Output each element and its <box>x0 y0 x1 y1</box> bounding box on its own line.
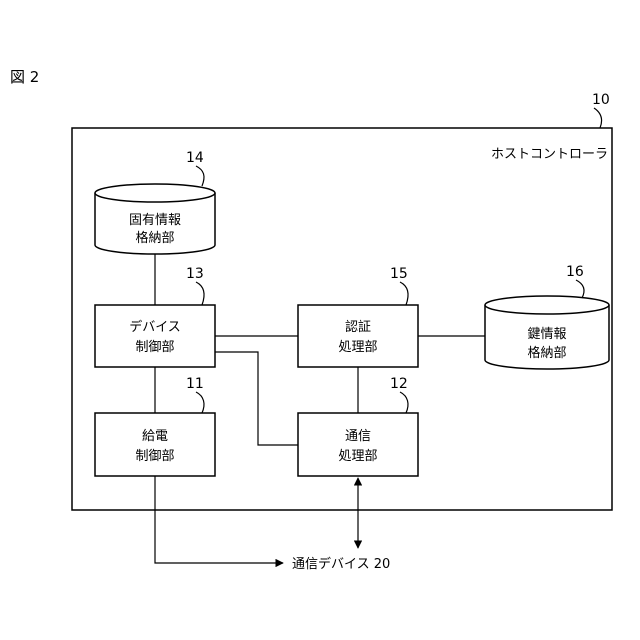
key-info-storage: 鍵情報 格納部 <box>485 296 609 369</box>
host-controller-label: ホストコントローラ <box>491 147 608 162</box>
power-control-line1: 給電 <box>142 429 168 444</box>
comm-processing-line1: 通信 <box>345 429 371 444</box>
figure-label: 図 2 <box>10 68 39 86</box>
unique-info-storage: 固有情報 格納部 <box>95 184 215 254</box>
auth-processing-number: 15 <box>390 266 408 282</box>
key-info-storage-line2: 格納部 <box>527 345 566 361</box>
auth-processing-line2: 処理部 <box>338 340 377 355</box>
device-control-box <box>95 305 215 367</box>
power-control-line2: 制御部 <box>135 449 174 464</box>
key-info-storage-number: 16 <box>566 264 584 280</box>
device-control-number: 13 <box>186 266 204 282</box>
external-device-label: 通信デバイス 20 <box>292 556 390 572</box>
power-control-number: 11 <box>186 376 204 392</box>
auth-processing-line1: 認証 <box>345 319 371 335</box>
comm-processing-box <box>298 413 418 476</box>
comm-processing-number: 12 <box>390 376 408 392</box>
comm-processing-line2: 処理部 <box>338 449 377 464</box>
host-controller-leader <box>594 108 602 128</box>
key-info-storage-line1: 鍵情報 <box>527 326 566 342</box>
unique-info-storage-number: 14 <box>186 150 204 166</box>
unique-info-storage-line2: 格納部 <box>135 230 174 246</box>
power-control-box <box>95 413 215 476</box>
device-control-line2: 制御部 <box>135 340 174 355</box>
device-control-line1: デバイス <box>129 319 181 335</box>
host-controller-number: 10 <box>592 92 610 108</box>
auth-processing-box <box>298 305 418 367</box>
unique-info-storage-line1: 固有情報 <box>129 213 181 228</box>
